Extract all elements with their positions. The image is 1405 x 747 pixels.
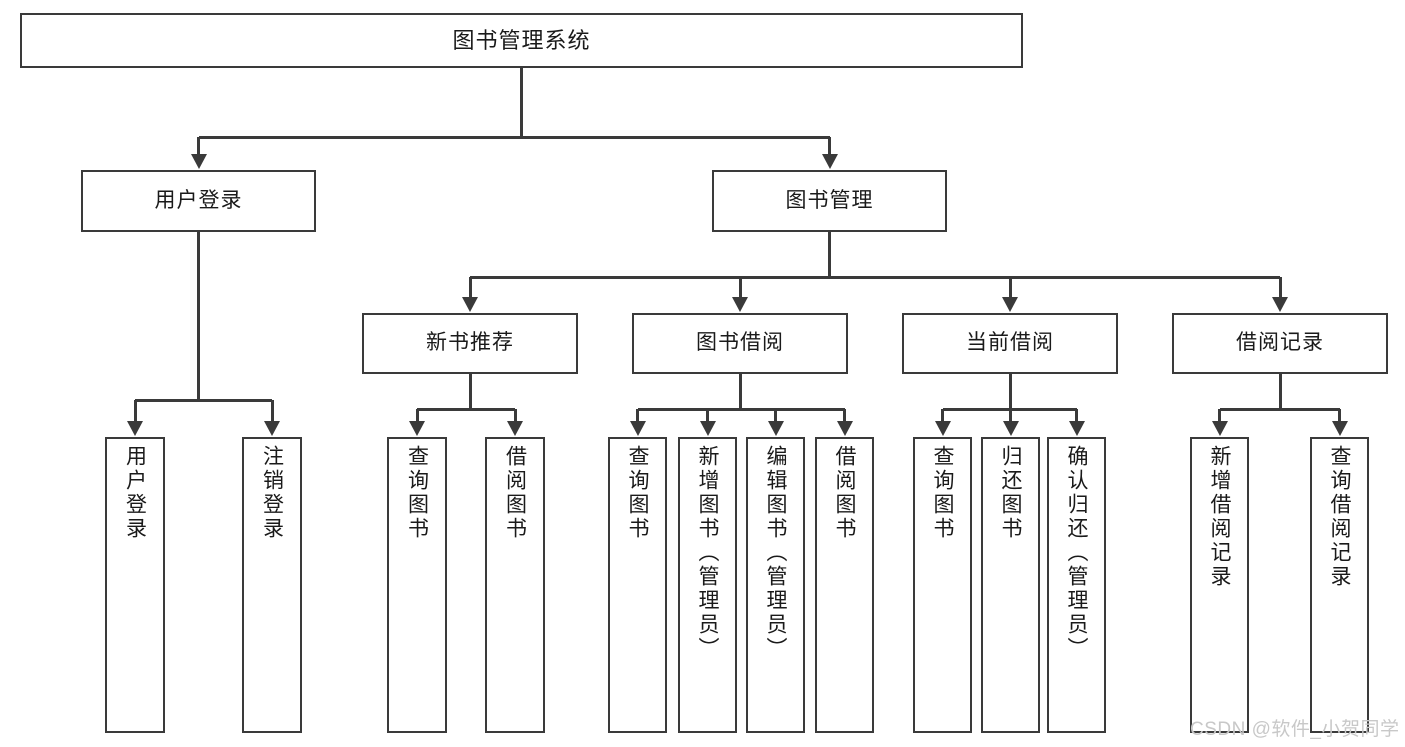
level2-node-2[interactable]: 图书管理: [712, 170, 947, 232]
connector-vertical: [636, 409, 639, 423]
root-node-book-management-system[interactable]: 图书管理系统: [20, 13, 1023, 68]
connector-vertical: [197, 232, 200, 400]
leaf-node[interactable]: 用户登录: [105, 437, 165, 733]
connector-horizontal: [470, 275, 1280, 279]
connector-vertical: [1218, 409, 1221, 423]
leaf-node[interactable]: 新增图书（管理员）: [678, 437, 737, 733]
connector-arrowhead: [836, 421, 853, 436]
connector-vertical: [843, 409, 846, 423]
connector-vertical: [1338, 409, 1341, 423]
connector-vertical: [468, 374, 472, 409]
connector-vertical: [738, 277, 742, 299]
connector-arrowhead: [629, 421, 646, 436]
leaf-node[interactable]: 新增借阅记录: [1190, 437, 1249, 733]
level3-node-1[interactable]: 新书推荐: [362, 313, 578, 374]
leaf-label: 归还图书: [999, 445, 1022, 541]
connector-horizontal: [1219, 407, 1340, 411]
leaf-label: 编辑图书（管理员）: [764, 445, 787, 661]
level2-node-1[interactable]: 用户登录: [81, 170, 316, 232]
connector-arrowhead: [190, 154, 207, 169]
connector-arrowhead: [264, 421, 280, 436]
connector-arrowhead: [821, 154, 838, 169]
connector-vertical: [1009, 409, 1012, 423]
connector-vertical: [828, 232, 831, 277]
connector-arrowhead: [1068, 421, 1085, 436]
leaf-node[interactable]: 归还图书: [981, 437, 1040, 733]
level3-node-3[interactable]: 当前借阅: [902, 313, 1118, 374]
connector-vertical: [1278, 374, 1282, 409]
leaf-label: 借阅图书: [503, 445, 527, 541]
leaf-label: 查询借阅记录: [1328, 445, 1351, 589]
leaf-label: 新增借阅记录: [1208, 445, 1231, 589]
connector-arrowhead: [767, 421, 784, 436]
leaf-node[interactable]: 查询借阅记录: [1310, 437, 1369, 733]
connector-vertical: [468, 277, 472, 299]
connector-vertical: [706, 409, 709, 423]
leaf-label: 用户登录: [123, 445, 147, 541]
leaf-node[interactable]: 编辑图书（管理员）: [746, 437, 805, 733]
level3-node-2[interactable]: 图书借阅: [632, 313, 848, 374]
connector-arrowhead: [1002, 297, 1018, 312]
connector-arrowhead: [934, 421, 951, 436]
connector-vertical: [415, 409, 419, 423]
connector-vertical: [1008, 374, 1012, 409]
connector-horizontal: [637, 407, 845, 411]
connector-vertical: [941, 409, 944, 423]
connector-vertical: [1075, 409, 1078, 423]
leaf-label: 查询图书: [405, 445, 429, 541]
leaf-label: 查询图书: [931, 445, 954, 541]
connector-vertical: [828, 137, 831, 156]
connector-arrowhead: [127, 421, 143, 436]
leaf-label: 新增图书（管理员）: [696, 445, 719, 661]
connector-vertical: [513, 409, 517, 423]
connector-vertical: [520, 68, 523, 137]
connector-horizontal: [198, 135, 830, 139]
leaf-label: 借阅图书: [833, 445, 856, 541]
level3-node-4[interactable]: 借阅记录: [1172, 313, 1388, 374]
connector-vertical: [270, 400, 274, 423]
leaf-node[interactable]: 借阅图书: [815, 437, 874, 733]
connector-arrowhead: [507, 421, 523, 436]
leaf-node[interactable]: 查询图书: [913, 437, 972, 733]
leaf-node[interactable]: 注销登录: [242, 437, 302, 733]
connector-horizontal: [135, 398, 272, 402]
leaf-label: 查询图书: [626, 445, 649, 541]
connector-vertical: [774, 409, 777, 423]
leaf-node[interactable]: 查询图书: [387, 437, 447, 733]
connector-arrowhead: [699, 421, 716, 436]
connector-arrowhead: [1002, 421, 1019, 436]
connector-vertical: [133, 400, 137, 423]
connector-arrowhead: [409, 421, 425, 436]
leaf-node[interactable]: 确认归还（管理员）: [1047, 437, 1106, 733]
leaf-node[interactable]: 借阅图书: [485, 437, 545, 733]
connector-arrowhead: [732, 297, 748, 312]
connector-horizontal: [417, 407, 515, 411]
leaf-label: 注销登录: [260, 445, 284, 541]
connector-vertical: [1278, 277, 1282, 299]
connector-vertical: [197, 137, 200, 156]
leaf-node[interactable]: 查询图书: [608, 437, 667, 733]
connector-arrowhead: [1331, 421, 1348, 436]
connector-arrowhead: [1272, 297, 1288, 312]
connector-arrowhead: [462, 297, 478, 312]
leaf-label: 确认归还（管理员）: [1065, 445, 1088, 661]
connector-arrowhead: [1211, 421, 1228, 436]
connector-vertical: [738, 374, 742, 409]
connector-vertical: [1008, 277, 1012, 299]
